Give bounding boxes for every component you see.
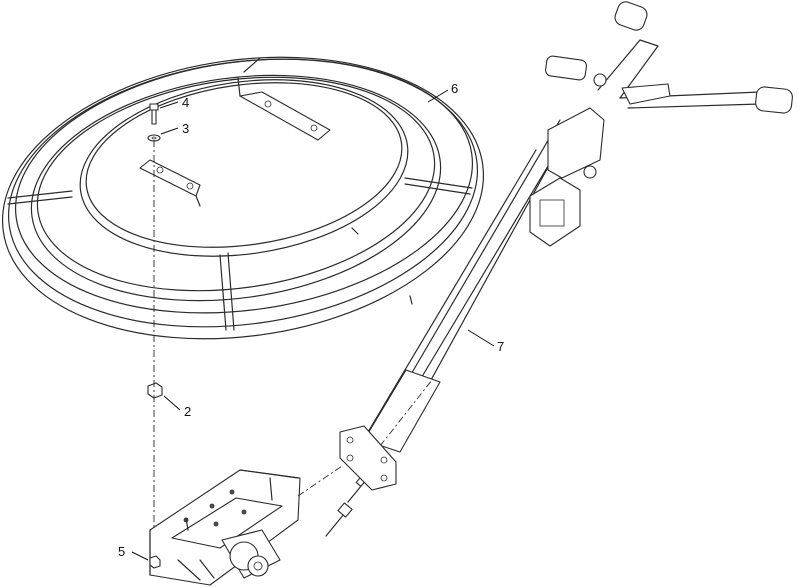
callout-5: 5 bbox=[118, 544, 149, 561]
callout-2: 2 bbox=[163, 395, 191, 419]
nut-part bbox=[147, 382, 163, 399]
callout-number: 3 bbox=[182, 121, 189, 136]
leader-line bbox=[163, 395, 181, 411]
callout-6: 6 bbox=[427, 81, 458, 103]
handle-assembly bbox=[339, 1, 793, 491]
gearbox-mount-assembly bbox=[149, 469, 301, 586]
callout-4: 4 bbox=[159, 95, 189, 110]
leader-line bbox=[131, 551, 149, 561]
leader-line bbox=[427, 89, 449, 103]
leader-line bbox=[467, 329, 495, 347]
leader-line bbox=[159, 101, 179, 109]
ring-guard-assembly bbox=[1, 56, 485, 340]
bolt-part bbox=[149, 103, 159, 125]
callout-number: 6 bbox=[451, 81, 458, 96]
callout-number: 2 bbox=[184, 404, 191, 419]
callout-number: 5 bbox=[118, 544, 125, 559]
callout-number: 4 bbox=[182, 95, 189, 110]
callout-3: 3 bbox=[160, 121, 189, 136]
leader-line bbox=[160, 127, 179, 135]
callout-7: 7 bbox=[467, 329, 504, 354]
callout-number: 7 bbox=[497, 339, 504, 354]
